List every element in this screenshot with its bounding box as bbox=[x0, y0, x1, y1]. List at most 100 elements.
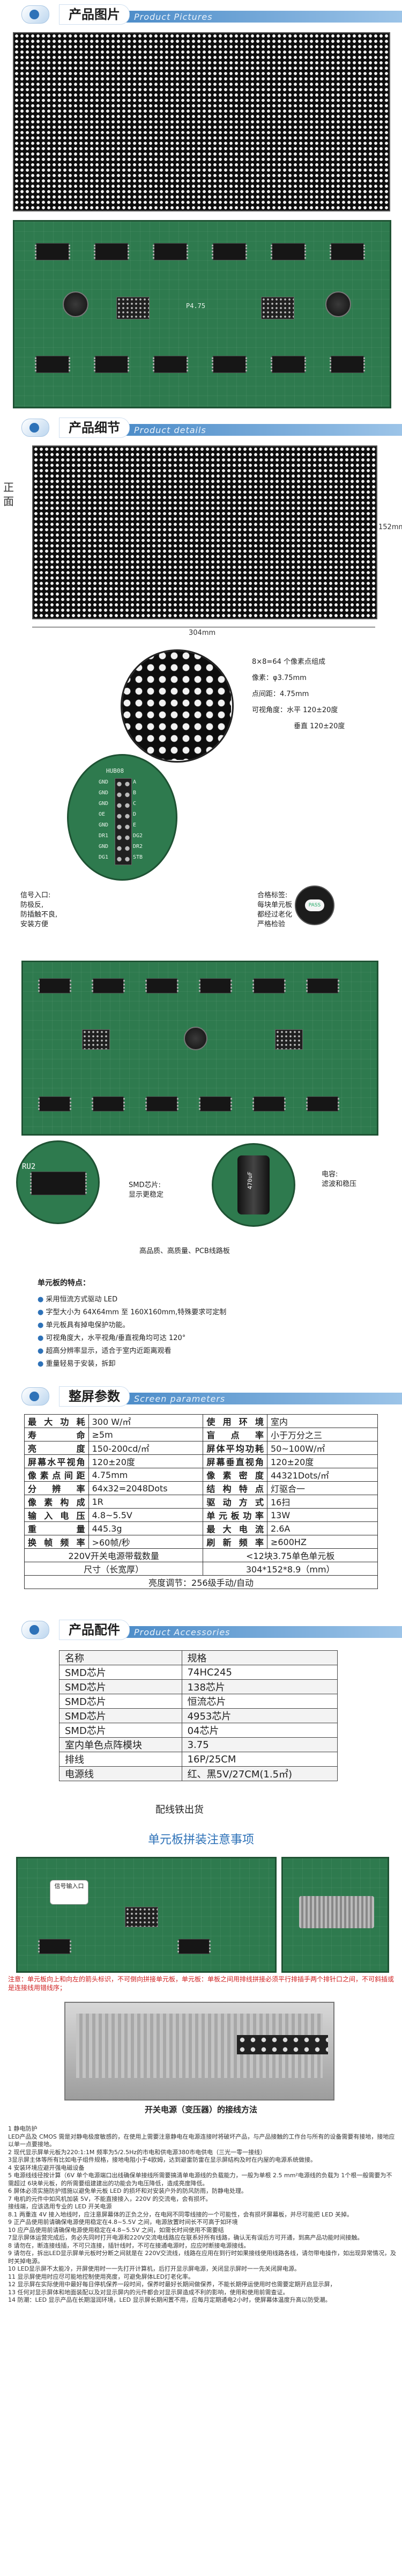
note-line: 接线端，应该选用专业的 LED 开关电源 bbox=[8, 2203, 112, 2210]
note-line: 12 显示屏在实际使用中最好每日停机保养一段时间，保养时最好长期间做保养，不能长… bbox=[8, 2281, 336, 2288]
header-pin-label: OE bbox=[99, 811, 106, 817]
features-title: 单元板的特点： bbox=[38, 1279, 90, 1287]
note-line: 7 电机的元件中如风机加装 5V，不能直接接入，220V 的交流电，会有损坏。 bbox=[8, 2195, 212, 2202]
bullet-icon: ● bbox=[38, 1360, 46, 1368]
section-title: 产品细节 bbox=[59, 418, 130, 438]
pixel-zoom-circle bbox=[121, 649, 234, 763]
spec-row: 亮度调节：256级手动/自动 bbox=[24, 1575, 378, 1589]
header-pin-label: B bbox=[133, 790, 137, 796]
front-side-label: 正面 bbox=[3, 481, 14, 508]
section-header-details: 产品细节 Product details bbox=[0, 413, 402, 440]
section-header-params: 整屏参数 Screen parameters bbox=[0, 1382, 402, 1409]
section-header-accessories: 产品配件 Product Accessories bbox=[0, 1615, 402, 1642]
note-line: 8 请勿在，断连接线插，不可只连接，插针线时，不可在接通电源时，应应时断接电源接… bbox=[8, 2242, 250, 2249]
spec-row: 换帧频率>60帧/秒刷新频率≥600HZ bbox=[24, 1535, 378, 1549]
splice-pcb-image: 信号输入口 bbox=[16, 1857, 277, 1973]
led-module-front-image bbox=[13, 32, 390, 211]
bullet-icon bbox=[21, 1621, 49, 1639]
section-subtitle: Screen parameters bbox=[134, 1394, 226, 1404]
accessory-row: SMD芯片恒流芯片 bbox=[59, 1694, 338, 1709]
bullet-icon: ● bbox=[38, 1296, 46, 1304]
note-line: 5 电源线线径按计算（6V 单个电源端口出线确保单接线所需要搞清单电源线的负载能… bbox=[8, 2172, 392, 2187]
bullet-icon: ● bbox=[38, 1308, 46, 1316]
feature-item: ● 采用恒流方式驱动 LED bbox=[38, 1296, 118, 1304]
ribbon-cable-image bbox=[281, 1857, 389, 1973]
bullet-icon: ● bbox=[38, 1347, 46, 1355]
pixel-specs: 8×8=64 个像素点组成 像素：φ3.75mm 点间距：4.75mm 可视角度… bbox=[252, 658, 345, 730]
header-pin-label: GND bbox=[99, 801, 109, 807]
accessory-header-row: 名称规格 bbox=[59, 1650, 338, 1665]
bullet-icon bbox=[21, 5, 49, 24]
note-line: 6 屏体必须实施防护措施以避免单元板 LED 的损坏和对安装户外的防风防雨，防静… bbox=[8, 2187, 248, 2194]
note-line: LED产品及 CMOS 需是对静电极度敏感的，在使用上需要注意静电在电源连接时将… bbox=[8, 2133, 395, 2148]
header-pin-label: GND bbox=[99, 790, 109, 796]
capacitor-note: 电容: 滤波和稳压 bbox=[322, 1170, 357, 1188]
usage-notes: 1 静电防护 LED产品及 CMOS 需是对静电极度敏感的，在使用上需要注意静电… bbox=[8, 2125, 397, 2304]
note-line: 9 正产品使用前请确保电源使用稳定在4.8~5.5V 之间，电源放置时间长不可高… bbox=[8, 2219, 238, 2226]
section-title: 产品配件 bbox=[59, 1620, 130, 1640]
chip-zoom-circle: RU2 bbox=[16, 1140, 100, 1224]
splice-title: 单元板拼装注意事项 bbox=[147, 1833, 254, 1847]
header-pin-label: STB bbox=[133, 854, 143, 860]
section-subtitle: Product Pictures bbox=[134, 12, 213, 22]
spec-row: 尺寸（长宽厚）304*152*8.9（mm） bbox=[24, 1562, 378, 1576]
spec-row: 220V开关电源带载数量<12块3.75单色单元板 bbox=[24, 1548, 378, 1562]
note-line: 10 LED显示屏不太能冷，开屏使用时一一先打开计算机，后打开显示屏电源，关闭显… bbox=[8, 2265, 301, 2272]
header-pin-label: E bbox=[133, 822, 137, 828]
accessory-footer: 配线铁出货 bbox=[155, 1804, 204, 1816]
bullet-icon bbox=[21, 1387, 49, 1406]
section-subtitle: Product details bbox=[134, 425, 206, 435]
header-pin-label: DR1 bbox=[99, 833, 109, 839]
note-line: 11 显示屏使用时应尽可能地控制使用亮度，可避免屏体LED灯老化率。 bbox=[8, 2273, 195, 2280]
note-line: 10 应产品使用前请确保电源使用稳定在4.8~5.5V 之间，如需长时间使用不需… bbox=[8, 2226, 224, 2234]
note-line: 3显示屏主体等所有比如电子组件规格，接地电阻小于4欧姆，达到避雷防雷在显示屏结构… bbox=[8, 2156, 316, 2163]
pass-label: PASS bbox=[305, 899, 324, 911]
note-line: 1 静电防护 bbox=[8, 2125, 38, 2132]
header-pin-label: GND bbox=[99, 822, 109, 828]
section-title: 整屏参数 bbox=[59, 1386, 130, 1407]
header-pin-label: D bbox=[133, 811, 137, 817]
feature-item: ● 可视角度大，水平视角/垂直视角均可达 120° bbox=[38, 1334, 186, 1342]
pass-label-note: 合格标签: 每块单元板 都经过老化 严格检验 bbox=[257, 891, 293, 928]
section-header-pictures: 产品图片 Product Pictures bbox=[0, 0, 402, 27]
width-dimension: 304mm bbox=[189, 629, 216, 637]
header-pin-label: C bbox=[133, 801, 137, 807]
note-line: 7显示屏体运营完成后，务必先同时打开电源和220V交流电线路应在联系好所有线路，… bbox=[8, 2234, 363, 2241]
bullet-icon bbox=[21, 419, 49, 437]
header-pin-label: GND bbox=[99, 779, 109, 785]
height-dimension: 152mm bbox=[378, 523, 402, 531]
note-line: 14 防潮：LED 显示产品在长期湿润环境，LED 显示屏长期闲置不用，应每月定… bbox=[8, 2296, 331, 2303]
feature-item: ● 重量轻易于安装，拆卸 bbox=[38, 1360, 116, 1368]
pass-sticker-zoom: PASS bbox=[295, 885, 334, 925]
accessory-row: 电源线红、黑5V/27CM(1.5㎡) bbox=[59, 1766, 338, 1781]
pcb-quality-caption: 高品质、高质量、PCB线路板 bbox=[139, 1247, 230, 1255]
power-supply-image bbox=[64, 2002, 334, 2101]
pcb-silk-label: P4.75 bbox=[186, 302, 206, 310]
feature-item: ● 字型大小为 64X64mm 至 160X160mm,特殊要求可定制 bbox=[38, 1308, 227, 1316]
feature-item: ● 单元板具有掉电保护功能。 bbox=[38, 1321, 130, 1329]
splice-warning: 注意：单元板向上和向左的箭头标识，不可倒向拼接单元板，单元板：单板之间用排线拼接… bbox=[8, 1975, 394, 1992]
section-subtitle: Product Accessories bbox=[134, 1627, 230, 1637]
header-pin-label: DG1 bbox=[99, 854, 109, 860]
input-label-box: 信号输入口 bbox=[50, 1880, 88, 1905]
signal-input-note: 信号入口: 防极反, 防插触不良, 安装方便 bbox=[20, 891, 58, 928]
bullet-icon: ● bbox=[38, 1321, 46, 1329]
smd-chip-note: SMD芯片: 显示更稳定 bbox=[129, 1181, 164, 1199]
header-pin-label: A bbox=[133, 779, 137, 785]
section-title: 产品图片 bbox=[59, 4, 130, 25]
note-line: 2 现代显示屏单元板为220:1:1M 频率为5/2.5Hz的市电和供电源380… bbox=[8, 2148, 266, 2156]
feature-item: ● 超高分辨率显示，适合于室内近距离观看 bbox=[38, 1347, 172, 1355]
